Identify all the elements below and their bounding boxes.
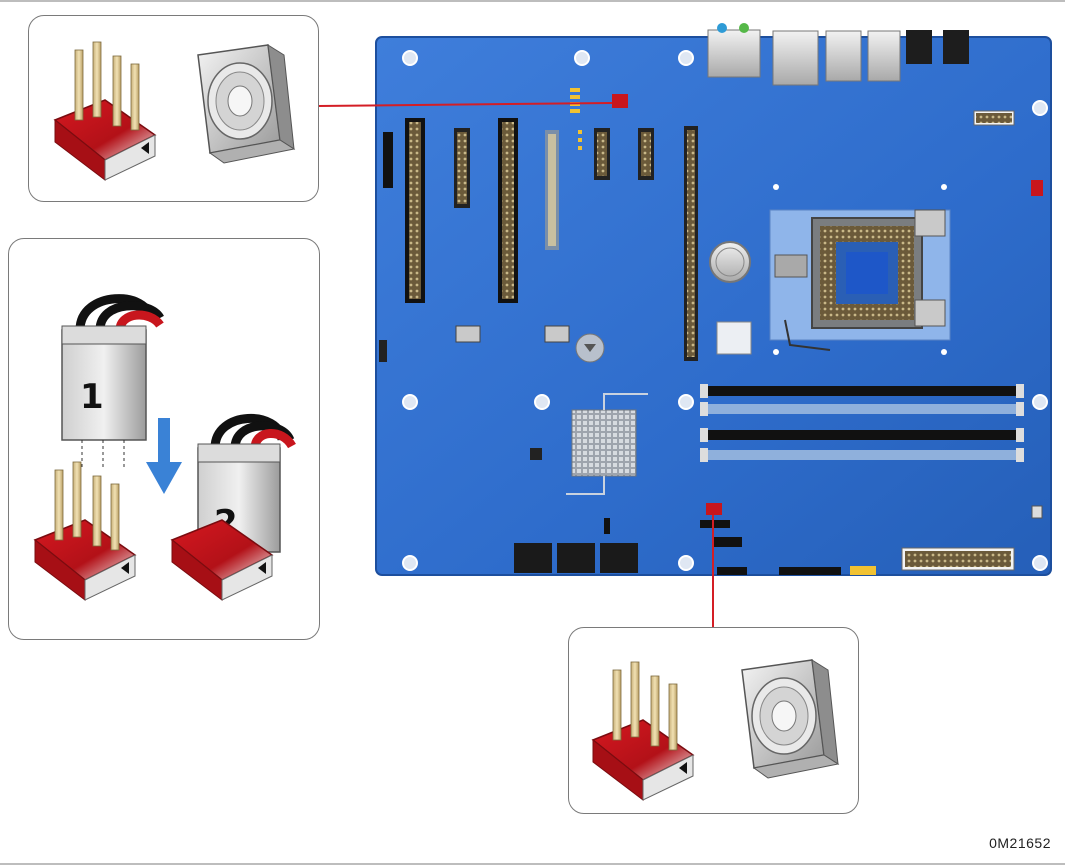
memory-slots: [700, 384, 1024, 462]
fan-header-icon: [54, 41, 156, 181]
cpu-fan-header: [1031, 180, 1043, 196]
expansion-slots: [383, 118, 698, 361]
cable-connector-icon-step-1: 1: [61, 294, 164, 470]
front-fan-header: [706, 503, 722, 515]
chipset-heatsink: [571, 409, 637, 477]
step-1-label: 1: [80, 377, 104, 417]
frame-top-border: [0, 0, 1065, 2]
fan-header-icon-step-1: [34, 461, 136, 601]
frame-bottom-border: [0, 863, 1065, 865]
rear-fan-header: [612, 94, 628, 108]
mounting-holes: [402, 50, 1048, 571]
leader-line-rear-fan: [317, 102, 613, 107]
cpu-socket: [769, 209, 951, 351]
sata-ports: [514, 543, 638, 573]
insert-arrow-icon: [146, 418, 182, 494]
bottom-headers: [604, 518, 1015, 575]
fan-icon-front: [741, 659, 839, 779]
fan-icon: [197, 44, 295, 164]
rear-io-ports: [707, 23, 969, 86]
fan-header-icon-front: [592, 661, 694, 801]
fan-header-icon-step-2: [170, 519, 274, 602]
figure-code: 0M21652: [989, 835, 1051, 851]
